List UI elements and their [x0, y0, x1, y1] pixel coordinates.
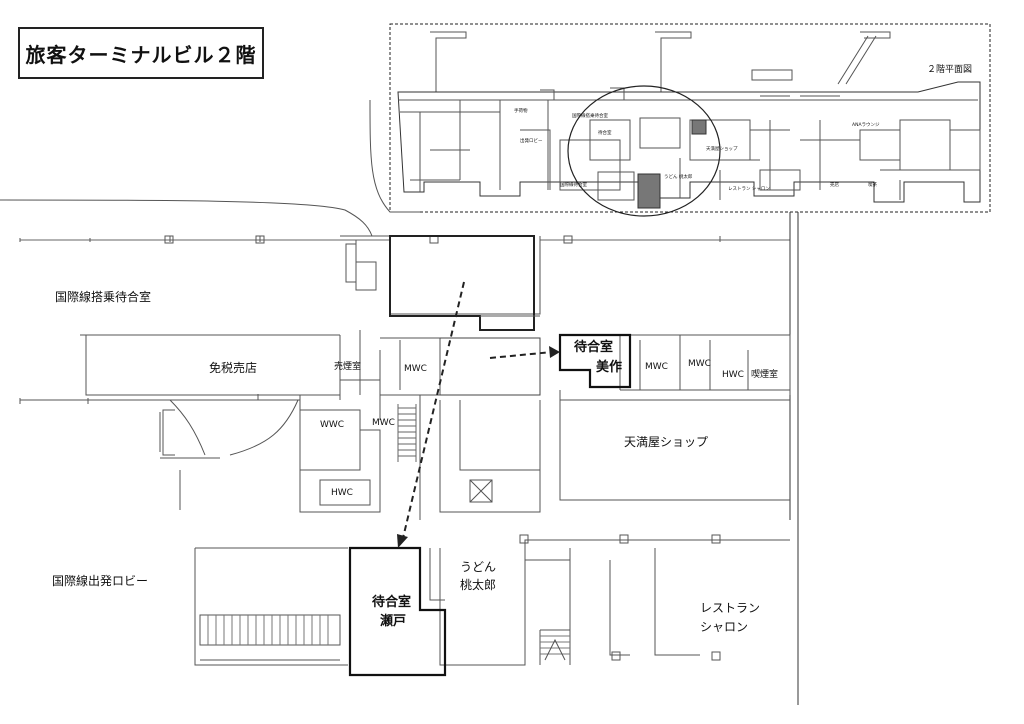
mwc-label: MWC [645, 362, 668, 372]
waiting-room-seto-label: 待合室 [371, 594, 411, 610]
waiting-room-mimasaka-label: 待合室 [573, 339, 613, 355]
hwc-label: HWC [722, 370, 744, 380]
mwc-label: MWC [404, 364, 427, 374]
mwc-label: MWC [372, 418, 395, 428]
guide-arrows [402, 281, 553, 539]
restaurant-label: レストラン [700, 601, 760, 615]
waiting-room-mimasaka-outline [558, 333, 632, 389]
overview-tiny-label: 手荷物 [514, 107, 528, 114]
kiosk-label: 売煙室 [334, 360, 361, 372]
overview-tiny-label: 待合室 [598, 129, 612, 136]
mwc-label: MWC [688, 359, 711, 369]
page-title: 旅客ターミナルビル２階 [25, 42, 257, 67]
udon-label: うどん [460, 560, 496, 574]
tenmaya-shop-label: 天満屋ショップ [624, 435, 708, 449]
arrow-head-seto [397, 534, 408, 548]
waiting-room-seto-name: 瀬戸 [380, 613, 406, 629]
restaurant-label: シャロン [700, 620, 748, 634]
udon-label: 桃太郎 [460, 577, 496, 592]
wwc-label: WWC [320, 420, 344, 430]
title-box: 旅客ターミナルビル２階 [18, 27, 264, 79]
smoking-room-label: 喫煙室 [751, 368, 778, 380]
duty-free-label: 免税売店 [209, 360, 257, 375]
overview-tiny-label: 出発ロビー [520, 137, 543, 144]
overview-tiny-label: 売店 [830, 181, 839, 188]
intl-departure-lobby-label: 国際線出発ロビー [52, 573, 148, 588]
overview-inset [389, 23, 991, 217]
main-plan-walls [0, 99, 799, 705]
overview-tiny-label: 国際線待合室 [560, 181, 587, 188]
overview-tiny-label: レストラン シャロン [728, 186, 770, 192]
overview-tiny-label: 喫茶 [868, 181, 877, 188]
overview-tiny-label: ANAラウンジ [852, 121, 880, 128]
intl-boarding-lounge-label: 国際線搭乗待合室 [55, 289, 151, 304]
overview-tiny-label: うどん 桃太郎 [664, 173, 693, 180]
overview-tiny-label: 国際線搭乗待合室 [572, 112, 608, 119]
hwc-label: HWC [331, 488, 353, 498]
overview-label: ２階平面図 [927, 64, 972, 75]
waiting-room-mimasaka-name: 美作 [596, 359, 622, 375]
arrow-head-mimasaka [549, 346, 560, 358]
waiting-room-seto-outline [348, 546, 447, 677]
overview-tiny-label: 天満屋ショップ [706, 145, 738, 152]
